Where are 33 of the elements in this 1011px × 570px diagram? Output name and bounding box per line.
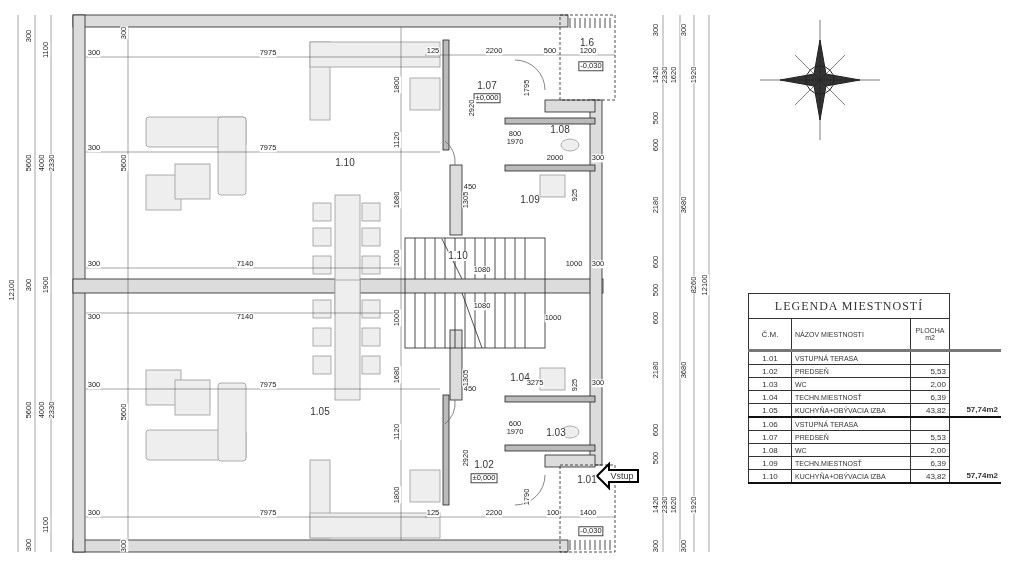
room-number: 1.05 bbox=[310, 407, 330, 417]
table-cell: 5,53 bbox=[910, 430, 950, 444]
table-cell: 1.03 bbox=[748, 377, 792, 391]
table-cell: 5,53 bbox=[910, 364, 950, 378]
table-cell: 1.07 bbox=[748, 430, 792, 444]
table-cell: 1.05 bbox=[748, 403, 792, 417]
total-area: 57,74m2 bbox=[949, 403, 1001, 417]
room-number: 1.10 bbox=[448, 251, 468, 261]
room-number: 1.03 bbox=[546, 428, 566, 438]
table-cell: 6,39 bbox=[910, 390, 950, 404]
room-number: 1.07 bbox=[477, 81, 497, 91]
table-title: LEGENDA MIESTNOSTÍ bbox=[748, 293, 950, 319]
table-cell: 43,82 bbox=[910, 469, 950, 483]
room-number: 1.10 bbox=[335, 158, 355, 168]
table-cell: 43,82 bbox=[910, 403, 950, 417]
column-header: Č.M. bbox=[748, 318, 792, 351]
total-area: 57,74m2 bbox=[949, 469, 1001, 483]
entrance-label: Vstup bbox=[610, 471, 634, 481]
table-cell: 2,00 bbox=[910, 443, 950, 457]
table-cell: 1.04 bbox=[748, 390, 792, 404]
room-number: 1.01 bbox=[577, 475, 597, 485]
room-number: 1.02 bbox=[474, 460, 494, 470]
room-number: 1.09 bbox=[520, 195, 540, 205]
room-number: 1.08 bbox=[550, 125, 570, 135]
table-cell: 1.08 bbox=[748, 443, 792, 457]
table-cell: 1.02 bbox=[748, 364, 792, 378]
room-number: 1.6 bbox=[580, 38, 594, 48]
table-cell: 1.10 bbox=[748, 469, 792, 483]
table-cell: 1.06 bbox=[748, 417, 792, 431]
table-cell: 1.09 bbox=[748, 456, 792, 470]
table-cell: 2,00 bbox=[910, 377, 950, 391]
table-cell: 6,39 bbox=[910, 456, 950, 470]
table-cell: 1.01 bbox=[748, 350, 792, 365]
